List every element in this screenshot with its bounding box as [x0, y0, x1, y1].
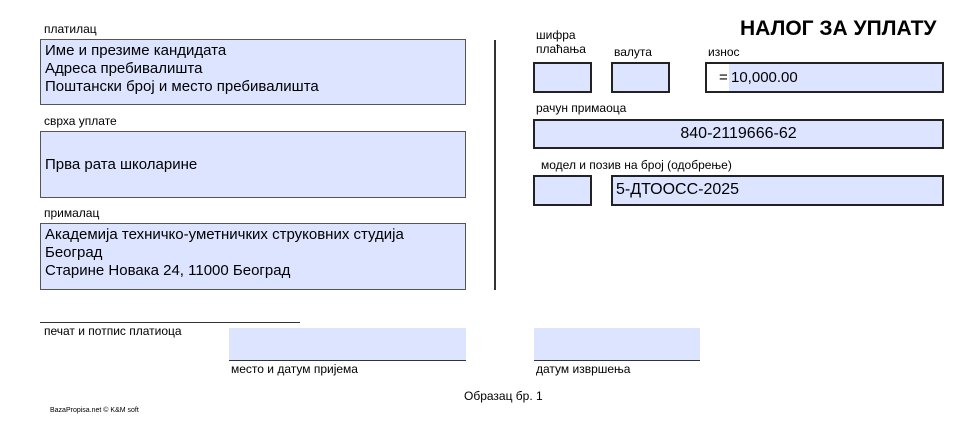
signature-line: [40, 322, 300, 323]
place-date-label: место и датум пријема: [231, 362, 358, 376]
recipient-field[interactable]: Академија техничко-уметничких струковних…: [40, 223, 466, 290]
reference-label: модел и позив на број (одобрење): [541, 158, 732, 172]
recipient-line: Академија техничко-уметничких струковних…: [45, 226, 404, 243]
execution-date-field[interactable]: [534, 328, 700, 361]
execution-date-label: датум извршења: [536, 362, 631, 376]
recipient-line: Београд: [45, 244, 103, 261]
reference-number-field[interactable]: 5-ДТООСС-2025: [611, 175, 944, 206]
reference-number-value: 5-ДТООСС-2025: [616, 181, 740, 198]
amount-fill: [729, 64, 942, 91]
amount-field[interactable]: = 10,000.00: [705, 62, 944, 93]
amount-label: износ: [708, 45, 740, 59]
signature-label: печат и потпис платиоца: [44, 324, 182, 338]
form-title: НАЛОГ ЗА УПЛАТУ: [740, 17, 937, 40]
vertical-divider: [494, 40, 496, 290]
place-date-field[interactable]: [229, 328, 466, 361]
payment-code-label: шифра плаћања: [536, 28, 586, 56]
purpose-label: сврха уплате: [44, 114, 117, 128]
reference-model-field[interactable]: [533, 175, 592, 206]
amount-value: 10,000.00: [731, 69, 798, 86]
payment-code-field[interactable]: [533, 62, 592, 93]
recipient-label: прималац: [44, 206, 100, 220]
amount-prefix: =: [719, 69, 728, 86]
recipient-account-field[interactable]: 840-2119666-62: [533, 119, 944, 149]
recipient-account-value: 840-2119666-62: [680, 125, 797, 142]
recipient-line: Старине Новака 24, 11000 Београд: [45, 262, 291, 279]
payer-label: платилац: [44, 22, 97, 36]
footer-credit: BazaPropisa.net © K&M soft: [50, 407, 139, 414]
purpose-field[interactable]: Прва рата школарине: [40, 131, 466, 198]
payer-line: Име и презиме кандидата: [45, 42, 227, 59]
payer-line: Поштански број и место пребивалишта: [45, 78, 319, 95]
payer-field[interactable]: Име и презиме кандидата Адреса пребивали…: [40, 39, 466, 105]
form-number: Образац бр. 1: [464, 389, 543, 403]
currency-field[interactable]: [611, 62, 670, 93]
recipient-account-label: рачун примаоца: [536, 101, 627, 115]
currency-label: валута: [614, 45, 652, 59]
purpose-value: Прва рата школарине: [45, 155, 198, 173]
payer-line: Адреса пребивалишта: [45, 60, 203, 77]
